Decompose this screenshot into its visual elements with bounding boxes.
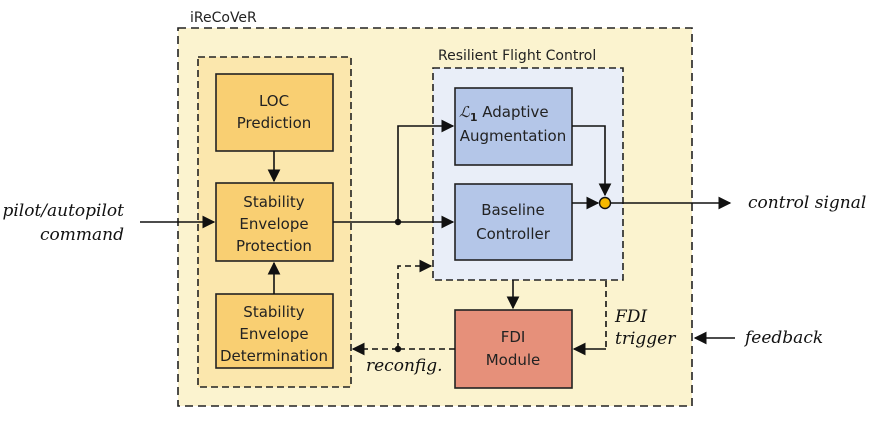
l1-line1: ℒ1 Adaptive	[459, 103, 549, 124]
fdi-line2: Module	[486, 351, 541, 369]
loc-prediction-block: LOC Prediction	[215, 73, 334, 152]
sed-line3: Determination	[220, 347, 328, 365]
fdi-line1: FDI	[501, 328, 526, 346]
ireco-title: iReCoVeR	[190, 10, 257, 26]
rfc-title: Resilient Flight Control	[438, 48, 596, 64]
baseline-line2: Controller	[476, 225, 551, 243]
input-label-line1: pilot/autopilot	[2, 201, 124, 221]
l1-adaptive-augmentation-block: ℒ1 Adaptive Augmentation	[454, 87, 573, 166]
fdi-module-block: FDI Module	[454, 309, 573, 389]
l1-symbol: ℒ	[459, 103, 471, 121]
fdi-trigger-label-line1: FDI	[614, 307, 647, 327]
baseline-line1: Baseline	[481, 201, 545, 219]
l1-line1-rest: Adaptive	[477, 103, 548, 121]
sep-line3: Protection	[236, 237, 312, 255]
stability-envelope-protection-block: Stability Envelope Protection	[215, 182, 334, 262]
sed-line2: Envelope	[239, 325, 308, 343]
loc-line2: Prediction	[237, 114, 312, 132]
sep-line1: Stability	[243, 193, 305, 211]
reconfig-to-rfc-arrow	[397, 259, 433, 349]
l1-subscript: 1	[470, 111, 478, 124]
l1-to-sum-arrow	[572, 125, 612, 197]
baseline-controller-block: Baseline Controller	[454, 183, 573, 261]
loc-line1: LOC	[259, 92, 289, 110]
reconfig-label: reconfig.	[366, 356, 443, 376]
stability-envelope-determination-block: Stability Envelope Determination	[215, 293, 334, 369]
sum-node	[598, 196, 612, 210]
input-label-line2: command	[40, 225, 124, 245]
output-label: control signal	[748, 193, 866, 213]
feedback-label: feedback	[743, 328, 823, 348]
l1-line2: Augmentation	[460, 127, 566, 145]
fdi-trigger-label-line2: trigger	[615, 329, 676, 349]
sed-line1: Stability	[243, 303, 305, 321]
branch-to-l1-arrow	[397, 119, 455, 222]
sep-line2: Envelope	[239, 215, 308, 233]
